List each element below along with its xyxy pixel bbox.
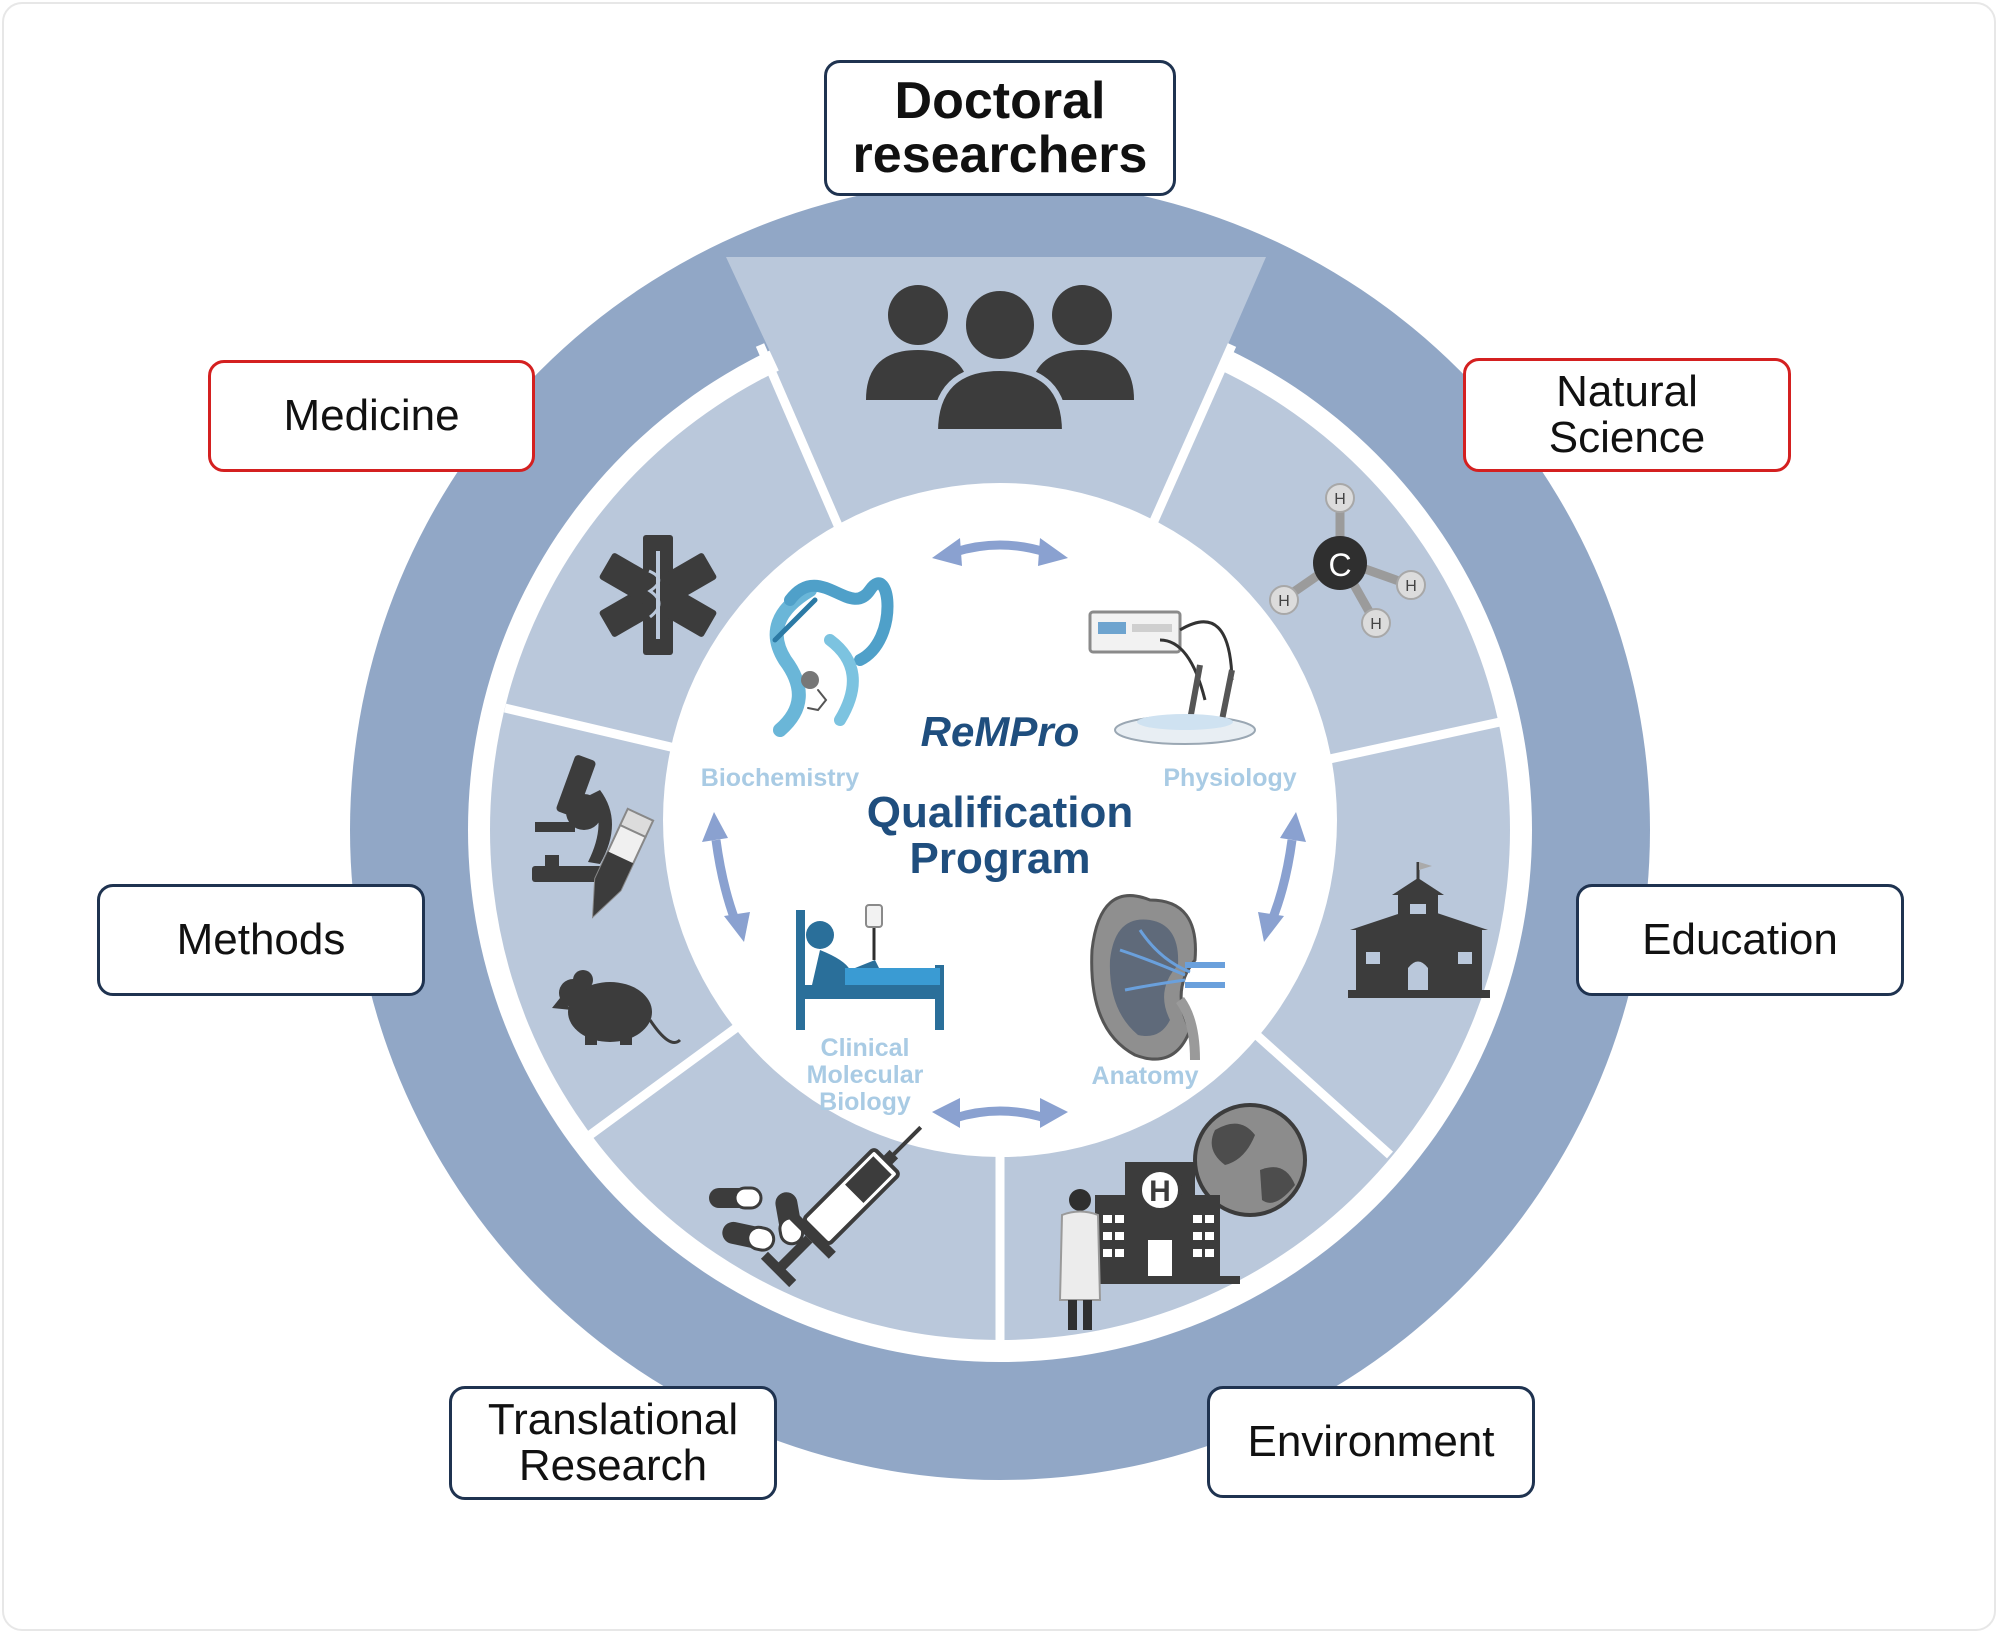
globe-icon: [1193, 1103, 1307, 1217]
methane-molecule-icon: C H H H H: [1269, 483, 1426, 638]
segment-dividers: [503, 343, 1501, 1345]
center-brand: ReMPro: [920, 708, 1080, 755]
discipline-clinical-molecular-biology: Clinical Molecular Biology: [806, 1034, 924, 1116]
hydrogen-atom-label: H: [1370, 616, 1382, 633]
doctoral-researchers-label: Doctoral researchers: [824, 60, 1176, 196]
hospital-sign-label: H: [1149, 1175, 1171, 1208]
center-program-title: Qualification Program: [866, 788, 1134, 883]
microscope-icon: [532, 755, 612, 882]
hydrogen-atom-label: H: [1405, 578, 1417, 595]
discipline-anatomy: Anatomy: [1091, 1062, 1199, 1090]
discipline-physiology: Physiology: [1163, 764, 1297, 792]
hydrogen-atom-label: H: [1278, 593, 1290, 610]
hydrogen-atom-label: H: [1334, 491, 1346, 508]
people-group-icon: [866, 285, 1134, 435]
education-label: Education: [1576, 884, 1904, 996]
hospital-bed-patient-icon: [796, 904, 944, 1030]
environment-label: Environment: [1207, 1386, 1535, 1498]
natural-science-label: Natural Science: [1463, 358, 1791, 472]
kidney-icon: [1090, 894, 1225, 1061]
translational-research-label: Translational Research: [449, 1386, 777, 1500]
arrow-bottom: [932, 1098, 1068, 1128]
school-building-icon: [1348, 862, 1490, 998]
electrophysiology-device-icon: [1088, 610, 1256, 745]
methods-label: Methods: [97, 884, 425, 996]
cycle-arrows: [702, 538, 1306, 1128]
protein-ribbon-icon: [769, 577, 894, 737]
arrow-left: [702, 812, 750, 942]
pills-icon: [709, 1186, 805, 1252]
arrow-top: [932, 538, 1068, 566]
mouse-icon: [552, 970, 682, 1045]
medical-star-of-life-icon: [599, 535, 717, 655]
syringe-icon: [760, 1125, 923, 1288]
discipline-biochemistry: Biochemistry: [700, 764, 860, 792]
arrow-right: [1258, 812, 1306, 942]
doctor-icon: [1058, 1189, 1102, 1330]
hospital-icon: H: [1085, 1162, 1240, 1284]
medicine-label: Medicine: [208, 360, 535, 472]
sample-tube-icon: [591, 807, 655, 919]
carbon-atom-label: C: [1328, 547, 1351, 583]
